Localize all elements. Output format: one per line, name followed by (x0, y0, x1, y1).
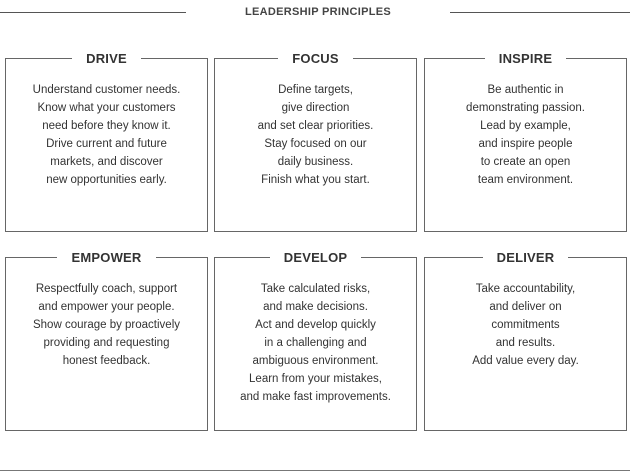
card-line: and results. (495, 337, 556, 349)
card-line: Be authentic in (487, 84, 564, 96)
card-line: and deliver on (489, 301, 562, 313)
card-line: Learn from your mistakes, (249, 373, 382, 385)
card-line: Show courage by proactively (32, 319, 181, 331)
card-line: in a challenging and (264, 337, 367, 349)
heading-rule-left (0, 12, 186, 13)
card-title: DELIVER (482, 249, 569, 267)
card-line: markets, and discover (50, 156, 163, 168)
card-line: need before they know it. (42, 120, 171, 132)
card-line: honest feedback. (62, 355, 151, 367)
card-line: commitments (491, 319, 560, 331)
card-line: new opportunities early. (46, 174, 167, 186)
card-body: Define targets, give direction and set c… (219, 81, 412, 189)
card-line: ambiguous environment. (252, 355, 379, 367)
card-line: team environment. (477, 174, 574, 186)
card-line: Drive current and future (46, 138, 167, 150)
card-body: Take accountability, and deliver on comm… (429, 280, 622, 370)
card-line: Know what your customers (37, 102, 176, 114)
card-line: daily business. (277, 156, 354, 168)
card-develop: DEVELOP Take calculated risks, and make … (214, 249, 417, 431)
card-line: Act and develop quickly (255, 319, 376, 331)
card-deliver: DELIVER Take accountability, and deliver… (424, 249, 627, 431)
card-body: Respectfully coach, support and empower … (10, 280, 203, 370)
card-title: INSPIRE (484, 50, 567, 68)
card-body: Understand customer needs. Know what you… (10, 81, 203, 189)
card-body: Be authentic in demonstrating passion. L… (429, 81, 622, 189)
card-focus: FOCUS Define targets, give direction and… (214, 50, 417, 232)
card-title: DRIVE (72, 50, 141, 68)
card-line: to create an open (480, 156, 571, 168)
card-line: Respectfully coach, support (35, 283, 178, 295)
card-inspire: INSPIRE Be authentic in demonstrating pa… (424, 50, 627, 232)
card-line: Finish what you start. (261, 174, 370, 186)
card-title: DEVELOP (269, 249, 362, 267)
card-title: EMPOWER (57, 249, 156, 267)
card-drive: DRIVE Understand customer needs. Know wh… (5, 50, 208, 232)
card-title: FOCUS (278, 50, 353, 68)
card-empower: EMPOWER Respectfully coach, support and … (5, 249, 208, 431)
card-line: Understand customer needs. (32, 84, 181, 96)
card-line: Define targets, (278, 84, 353, 96)
card-line: providing and requesting (43, 337, 170, 349)
card-line: and set clear priorities. (257, 120, 374, 132)
card-line: and inspire people (478, 138, 573, 150)
card-line: Lead by example, (480, 120, 571, 132)
card-body: Take calculated risks, and make decision… (219, 280, 412, 406)
card-line: give direction (281, 102, 350, 114)
card-line: Take accountability, (475, 283, 576, 295)
page-title: LEADERSHIP PRINCIPLES (244, 6, 392, 18)
card-line: and make decisions. (263, 301, 368, 313)
card-line: Add value every day. (472, 355, 579, 367)
footer-rule (0, 470, 630, 471)
card-line: and empower your people. (38, 301, 175, 313)
heading-rule-right (450, 12, 630, 13)
card-line: Take calculated risks, (260, 283, 371, 295)
card-line: demonstrating passion. (466, 102, 585, 114)
card-line: Stay focused on our (264, 138, 367, 150)
card-line: and make fast improvements. (240, 391, 391, 403)
